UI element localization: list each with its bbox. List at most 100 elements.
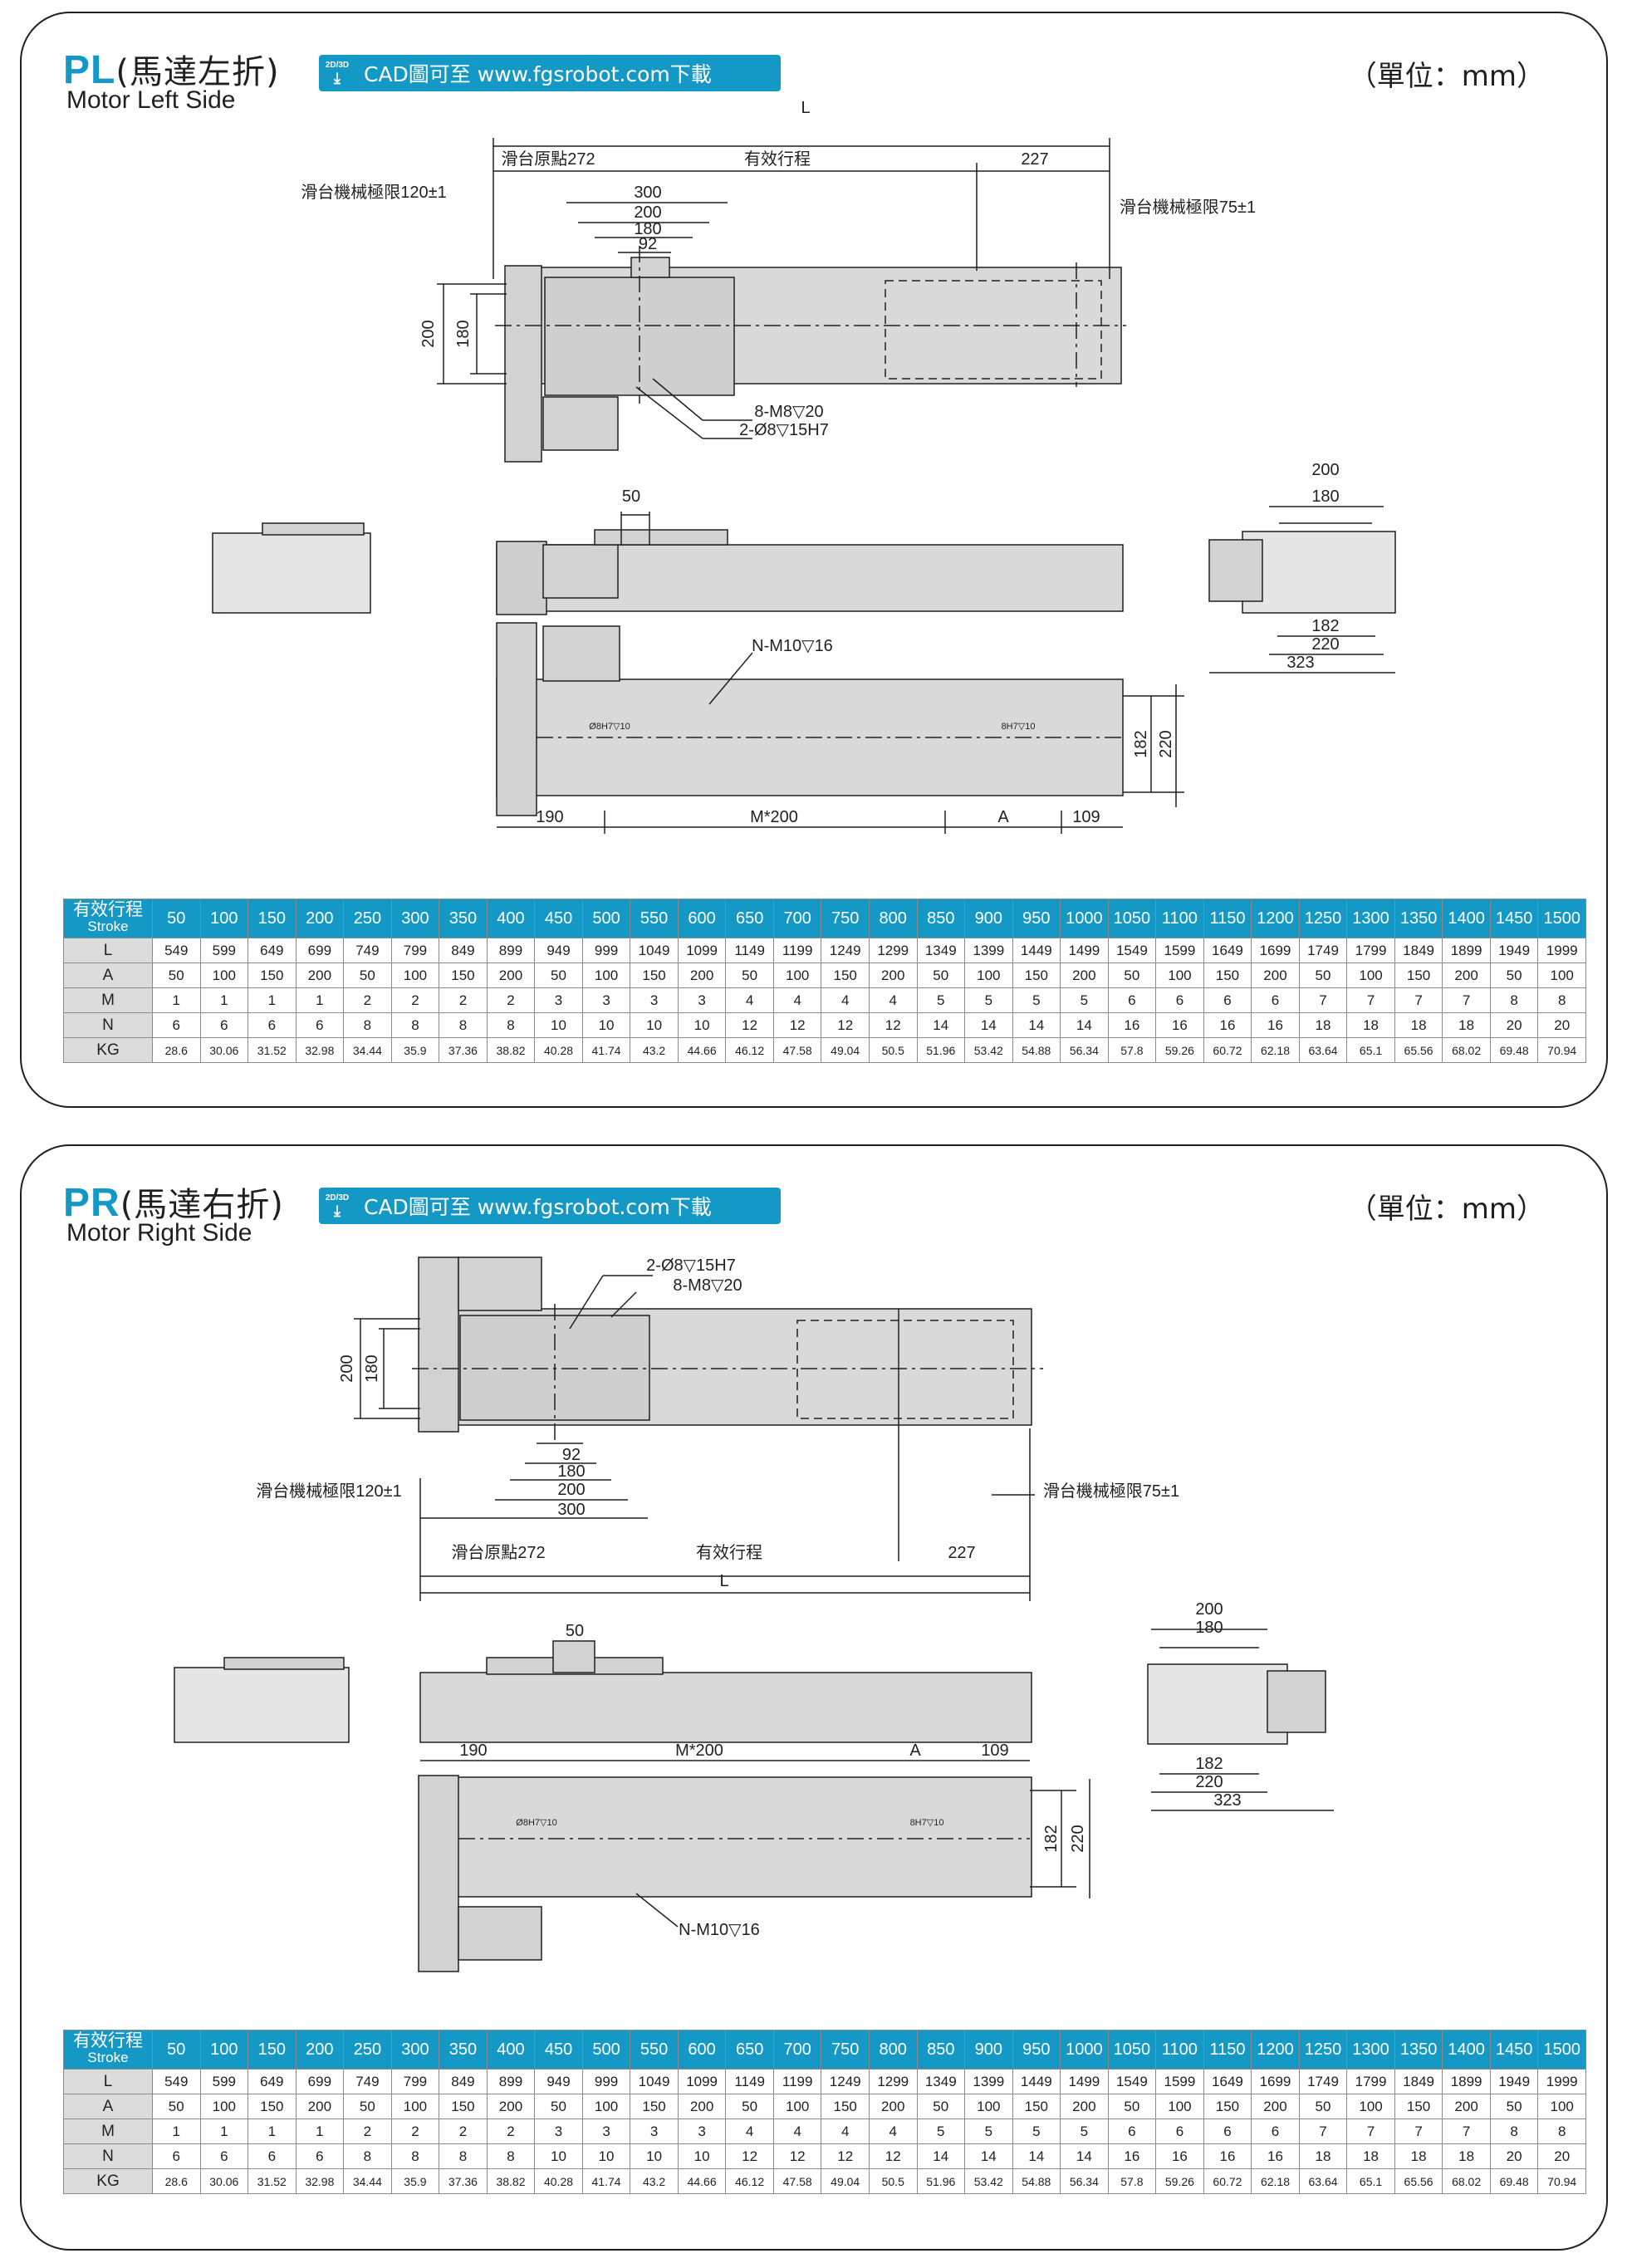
dim-h220: 220 (1157, 730, 1175, 757)
table-header-cell: 600 (677, 2030, 727, 2070)
table-header-cell: 150 (247, 899, 296, 938)
table-header-cell: 1500 (1537, 2030, 1586, 2070)
table-cell: 31.52 (247, 1037, 296, 1063)
table-cell: 8 (1537, 987, 1586, 1013)
table-cell: 150 (630, 963, 679, 988)
table-cell: 5 (916, 2119, 966, 2144)
table-cell: 1999 (1537, 2069, 1586, 2094)
table-cell: 60.72 (1203, 2168, 1252, 2194)
table-header-cell: 500 (581, 899, 631, 938)
table-cell: 7 (1298, 987, 1348, 1013)
dim-end-180: 180 (1311, 487, 1339, 506)
dim-m200: M*200 (675, 1741, 723, 1760)
table-cell: 1 (295, 2119, 345, 2144)
table-cell: 1399 (964, 2069, 1013, 2094)
table-cell: 69.48 (1489, 1037, 1539, 1063)
row-label: A (63, 2094, 153, 2119)
table-cell: 63.64 (1298, 1037, 1348, 1063)
dim-origin: 滑台原點272 (501, 149, 595, 169)
table-cell: 10 (534, 1012, 583, 1038)
table-cell: 6 (295, 2143, 345, 2169)
table-cell: 49.04 (821, 1037, 870, 1063)
dim-end-323: 323 (1286, 654, 1314, 672)
table-cell: 4 (821, 987, 870, 1013)
table-cell: 4 (725, 2119, 774, 2144)
dim-h200: 200 (419, 320, 438, 347)
table-cell: 1599 (1155, 938, 1204, 963)
cad-download-banner[interactable]: 2D/3D⤓ CAD圖可至 www.fgsrobot.com下載 (319, 55, 781, 91)
cad-download-text[interactable]: CAD圖可至 www.fgsrobot.com下載 (364, 1195, 712, 1219)
dim-A: A (997, 808, 1009, 826)
dim-200: 200 (634, 203, 661, 222)
table-cell: 49.04 (821, 2168, 870, 2194)
table-cell: 1249 (821, 938, 870, 963)
table-cell: 699 (295, 938, 345, 963)
table-cell: 1 (247, 987, 296, 1013)
table-cell: 849 (439, 2069, 488, 2094)
table-cell: 100 (1537, 2094, 1586, 2119)
table-header-cell: 350 (439, 2030, 488, 2070)
row-label: N (63, 1012, 153, 1038)
cad-download-text[interactable]: CAD圖可至 www.fgsrobot.com下載 (364, 62, 712, 86)
dim-pin-small-left: Ø8H7▽10 (516, 1818, 556, 1828)
table-cell: 12 (821, 2143, 870, 2169)
table-cell: 100 (772, 2094, 822, 2119)
table-cell: 12 (868, 2143, 918, 2169)
cad-download-banner[interactable]: 2D/3D⤓ CAD圖可至 www.fgsrobot.com下載 (319, 1188, 781, 1224)
table-cell: 1599 (1155, 2069, 1204, 2094)
table-header-cell: 450 (534, 2030, 583, 2070)
table-cell: 37.36 (439, 1037, 488, 1063)
table-cell: 899 (486, 938, 536, 963)
table-cell: 50 (152, 2094, 201, 2119)
table-cell: 1049 (630, 2069, 679, 2094)
table-cell: 10 (630, 1012, 679, 1038)
table-header-cell: 100 (199, 899, 249, 938)
table-header-cell: 1100 (1155, 899, 1204, 938)
table-cell: 60.72 (1203, 1037, 1252, 1063)
table-cell: 16 (1155, 1012, 1204, 1038)
table-cell: 6 (1251, 2119, 1300, 2144)
table-cell: 1749 (1298, 2069, 1348, 2094)
table-header-cell: 750 (821, 899, 870, 938)
table-cell: 100 (581, 963, 631, 988)
dim-h220: 220 (1069, 1825, 1087, 1852)
table-cell: 8 (486, 1012, 536, 1038)
table-cell: 200 (486, 963, 536, 988)
table-cell: 32.98 (295, 1037, 345, 1063)
table-cell: 2 (343, 987, 392, 1013)
table-cell: 1 (152, 2119, 201, 2144)
table-header-cell: 950 (1012, 2030, 1061, 2070)
table-cell: 150 (1203, 2094, 1252, 2119)
table-cell: 30.06 (199, 1037, 249, 1063)
table-cell: 20 (1537, 1012, 1586, 1038)
table-header-cell: 300 (390, 899, 440, 938)
table-cell: 949 (534, 2069, 583, 2094)
table-header-cell: 900 (964, 2030, 1013, 2070)
table-cell: 46.12 (725, 1037, 774, 1063)
table-cell: 3 (581, 2119, 631, 2144)
table-cell: 2 (439, 2119, 488, 2144)
table-cell: 1299 (868, 938, 918, 963)
table-cell: 1849 (1394, 938, 1443, 963)
table-header-cell: 200 (295, 2030, 345, 2070)
download-icon: 2D/3D⤓ (325, 61, 350, 86)
table-cell: 50.5 (868, 2168, 918, 2194)
table-header-cell: 200 (295, 899, 345, 938)
table-cell: 1199 (772, 938, 822, 963)
table-cell: 3 (581, 987, 631, 1013)
table-cell: 6 (199, 1012, 249, 1038)
table-header-cell: 950 (1012, 899, 1061, 938)
table-header-cell: 1250 (1298, 899, 1348, 938)
table-header-cell: 1150 (1203, 2030, 1252, 2070)
table-cell: 34.44 (343, 2168, 392, 2194)
dim-limit-left: 滑台機械極限120±1 (301, 183, 446, 202)
table-cell: 16 (1203, 2143, 1252, 2169)
table-cell: 70.94 (1537, 2168, 1586, 2194)
